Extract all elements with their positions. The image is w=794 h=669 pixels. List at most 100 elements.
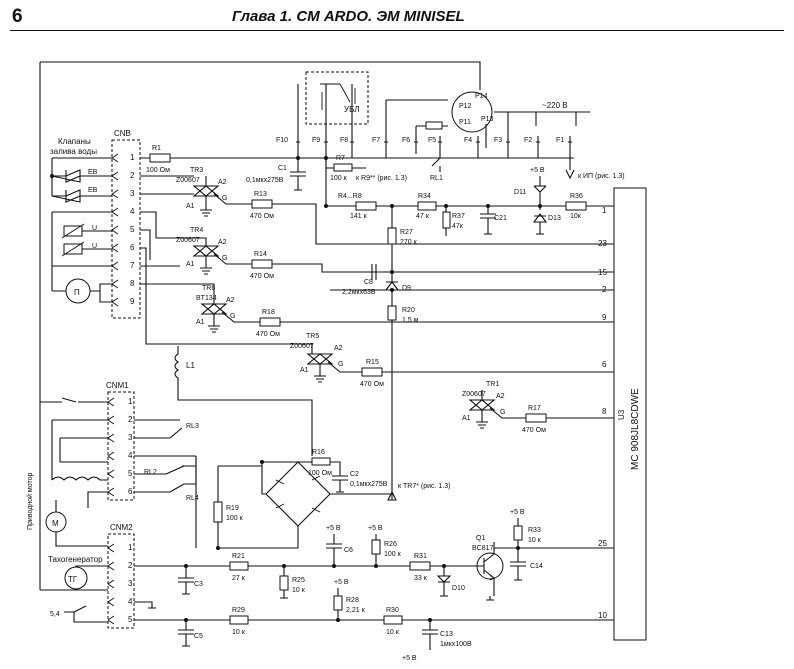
- wire-motor-switch: [40, 397, 108, 403]
- resistor-r27: [387, 227, 397, 245]
- tr4-name: TR4: [190, 227, 203, 234]
- cnm1-pin-5: 5: [128, 469, 133, 478]
- cnb-pin-6: 6: [130, 243, 135, 252]
- r17-name: R17: [528, 405, 541, 412]
- c13-value: 1мкх100В: [440, 641, 472, 648]
- r4r8-value: 141 к: [350, 213, 368, 220]
- capacitor-c1: [290, 158, 306, 191]
- ic-pin-6: 6: [602, 360, 607, 369]
- tr5-a2: A2: [334, 345, 343, 352]
- r18-value: 470 Ом: [256, 331, 280, 338]
- wire-fuse-tops: [297, 84, 353, 136]
- r20-name: R20: [402, 307, 415, 314]
- r17-value: 470 Ом: [522, 427, 546, 434]
- r30-value: 10 к: [386, 629, 400, 636]
- mains-label: ~220 В: [542, 101, 568, 110]
- c2-value: 0,1мкх275В: [350, 481, 388, 488]
- wire-u-common: [51, 211, 112, 267]
- valve-ev1: [51, 169, 112, 183]
- r29-name: R29: [232, 607, 245, 614]
- pump-label: П: [74, 288, 80, 297]
- capacitor-c3: [178, 566, 194, 595]
- d13-label: D13: [548, 215, 561, 222]
- r19-name: R19: [226, 505, 239, 512]
- tr5-name: TR5: [306, 333, 319, 340]
- r19-value: 100 к: [226, 515, 244, 522]
- resistor-r13: [251, 199, 273, 209]
- tr6-a1: A1: [196, 319, 205, 326]
- capacitor-c2: [262, 461, 348, 493]
- supply-5v-r33: +5 В: [510, 509, 525, 516]
- r31-value: 33 к: [414, 575, 428, 582]
- tr1-part: Z00607: [462, 391, 486, 398]
- r30-name: R30: [386, 607, 399, 614]
- fuse-f2: [536, 136, 540, 154]
- fuse-f5: [438, 136, 442, 154]
- tg-label: ТГ: [68, 575, 78, 584]
- d11-label: D11: [514, 189, 526, 196]
- r26-value: 100 к: [384, 551, 402, 558]
- r34-value: 47 к: [416, 213, 430, 220]
- resistor-r18: [259, 317, 281, 327]
- cnm2-pin-3: 3: [128, 579, 133, 588]
- tr3-g: G: [222, 195, 227, 202]
- r14-value: 470 Ом: [250, 273, 274, 280]
- q1-name: Q1: [476, 535, 485, 542]
- tr6-part: BT134: [196, 295, 217, 302]
- cnm2-label: CNM2: [110, 523, 133, 532]
- tr3-a2: A2: [218, 179, 227, 186]
- cnb-pin-5: 5: [130, 225, 135, 234]
- ubl-pin-p12: P12: [459, 103, 472, 110]
- c8-value: 2,2мкх63В: [342, 289, 376, 296]
- wire-r13-pin23: [272, 203, 614, 245]
- ev2-label: ЕВ: [88, 187, 98, 194]
- resistor-r17: [525, 413, 547, 423]
- label-f4: F4: [464, 137, 472, 144]
- resistor-r21: [229, 561, 249, 571]
- thermo-switch: [64, 605, 108, 623]
- fuse-f8: [350, 136, 354, 154]
- r16-name: R16: [312, 449, 325, 456]
- fuse-f9: [324, 136, 328, 154]
- cnb-pin-8: 8: [130, 279, 135, 288]
- fuse-f6: [414, 136, 418, 154]
- ic-pin-9: 9: [602, 313, 607, 322]
- resistor-r15: [361, 367, 383, 377]
- r16-value: 100 Ом: [308, 470, 332, 477]
- cnm2-pin-1: 1: [128, 543, 133, 552]
- tr4-a1: A1: [186, 261, 195, 268]
- u2-label: U: [92, 243, 97, 250]
- diode-d10: [436, 566, 452, 597]
- q1-gnd: [486, 596, 494, 601]
- q1-part: BC817: [472, 545, 494, 552]
- tr5-part: Z00607: [290, 343, 314, 350]
- sensor-u2-slash: [61, 241, 85, 257]
- r13-value: 470 Ом: [250, 213, 274, 220]
- wire-tacho: [75, 565, 108, 590]
- connector-cnb: [111, 139, 141, 319]
- cnb-pin-7: 7: [130, 261, 135, 270]
- r34-name: R34: [418, 193, 431, 200]
- motor-m-label: М: [52, 519, 59, 528]
- cnb-contacts: [111, 153, 119, 307]
- resistor-r25: [279, 575, 289, 591]
- tr6-g: G: [230, 313, 235, 320]
- r15-value: 470 Ом: [360, 381, 384, 388]
- junction-dots: [50, 156, 542, 622]
- cnm2-contacts: [107, 543, 115, 625]
- inductor-l1: [174, 346, 179, 386]
- d10-label: D10: [452, 585, 465, 592]
- ubl-pin-p14: P14: [475, 93, 488, 100]
- r4r8-name: R4...R8: [338, 193, 362, 200]
- cnm1-pin-3: 3: [128, 433, 133, 442]
- ic-pin-10: 10: [598, 611, 607, 620]
- r28-name: R28: [346, 597, 359, 604]
- fuse-f1: [568, 136, 572, 154]
- resistor-r30: [383, 615, 403, 625]
- r1-name: R1: [152, 145, 161, 152]
- c6-name: C6: [344, 547, 353, 554]
- wire-pump: [52, 283, 112, 303]
- tr3-part: Z00607: [176, 177, 200, 184]
- resistor-r20: [387, 305, 397, 321]
- ic-pin-8: 8: [602, 407, 607, 416]
